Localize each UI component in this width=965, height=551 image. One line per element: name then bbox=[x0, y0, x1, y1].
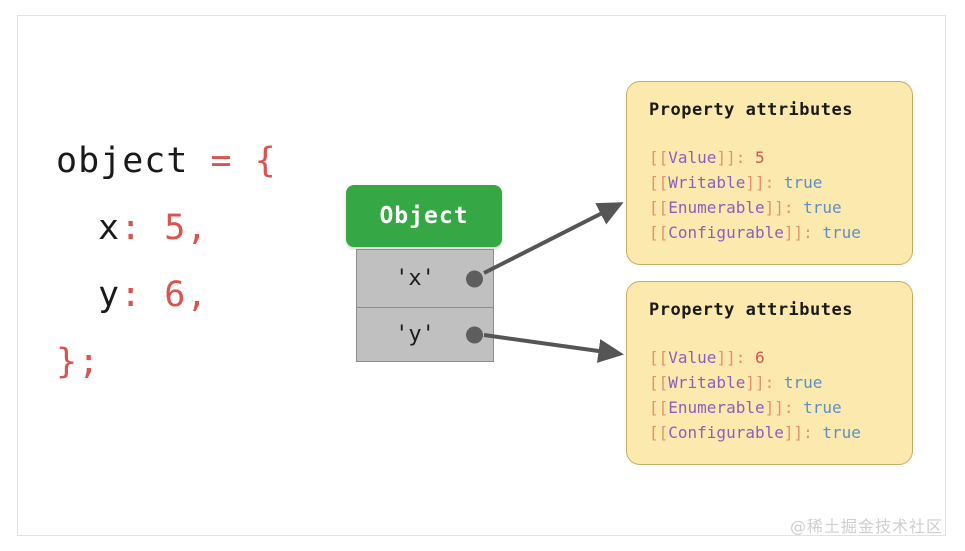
code-line-1: x: 5, bbox=[56, 195, 277, 262]
property-attributes-card-x: Property attributes [[Value]]: 5[[Writab… bbox=[626, 81, 913, 265]
code-token: = bbox=[210, 141, 255, 181]
attribute-colon: : bbox=[803, 223, 823, 242]
attribute-bracket-close: ]] bbox=[764, 398, 784, 417]
property-attributes-card-y: Property attributes [[Value]]: 6[[Writab… bbox=[626, 281, 913, 465]
attribute-row: [[Configurable]]: true bbox=[649, 420, 912, 445]
attribute-value: 6 bbox=[754, 348, 765, 367]
attribute-bracket-open: [[ bbox=[649, 173, 669, 192]
attribute-bracket-open: [[ bbox=[649, 223, 669, 242]
attribute-value: true bbox=[783, 373, 823, 392]
attribute-colon: : bbox=[803, 423, 823, 442]
attribute-name: Value bbox=[668, 348, 717, 367]
card-y-title: Property attributes bbox=[649, 300, 853, 320]
code-token: 5, bbox=[164, 208, 209, 248]
code-token: { bbox=[254, 141, 277, 181]
attribute-bracket-open: [[ bbox=[649, 398, 669, 417]
object-literal-code: object = {x: 5,y: 6,}; bbox=[56, 128, 277, 396]
attribute-name: Value bbox=[668, 148, 717, 167]
attribute-bracket-open: [[ bbox=[649, 148, 669, 167]
attribute-bracket-close: ]] bbox=[764, 198, 784, 217]
attribute-value: 5 bbox=[754, 148, 765, 167]
attribute-name: Configurable bbox=[668, 223, 784, 242]
attribute-value: true bbox=[822, 223, 861, 242]
code-token: : bbox=[120, 275, 165, 315]
attribute-row: [[Writable]]: true bbox=[649, 170, 912, 195]
attribute-bracket-open: [[ bbox=[649, 198, 669, 217]
code-token: object bbox=[56, 141, 211, 181]
code-token: y bbox=[98, 275, 121, 315]
property-anchor-dot-icon bbox=[466, 270, 483, 287]
code-line-0: object = { bbox=[56, 128, 277, 195]
object-box-header: Object bbox=[346, 185, 502, 247]
attribute-row: [[Value]]: 6 bbox=[649, 345, 912, 370]
code-line-2: y: 6, bbox=[56, 262, 277, 329]
card-x-attribute-list: [[Value]]: 5[[Writable]]: true[[Enumerab… bbox=[649, 145, 912, 245]
code-token: : bbox=[120, 208, 165, 248]
card-x-title: Property attributes bbox=[649, 100, 853, 120]
attribute-name: Writable bbox=[668, 373, 746, 392]
property-anchor-dot-icon bbox=[466, 326, 483, 343]
object-row-key: 'y' bbox=[395, 322, 435, 347]
attribute-colon: : bbox=[764, 173, 784, 192]
attribute-bracket-close: ]] bbox=[745, 373, 765, 392]
attribute-name: Enumerable bbox=[668, 398, 765, 417]
code-token: 6, bbox=[164, 275, 209, 315]
object-row-x[interactable]: 'x' bbox=[356, 249, 494, 308]
attribute-colon: : bbox=[764, 373, 784, 392]
attribute-row: [[Value]]: 5 bbox=[649, 145, 912, 170]
card-y-attribute-list: [[Value]]: 6[[Writable]]: true[[Enumerab… bbox=[649, 345, 912, 445]
attribute-bracket-close: ]] bbox=[716, 148, 736, 167]
attribute-bracket-close: ]] bbox=[783, 423, 804, 442]
attribute-colon: : bbox=[735, 348, 755, 367]
object-property-rows: 'x' 'y' bbox=[356, 249, 494, 362]
object-row-key: 'x' bbox=[395, 266, 435, 291]
attribute-bracket-open: [[ bbox=[649, 423, 669, 442]
attribute-bracket-close: ]] bbox=[745, 173, 765, 192]
attribute-value: true bbox=[822, 423, 861, 442]
attribute-name: Writable bbox=[668, 173, 746, 192]
attribute-value: true bbox=[783, 173, 823, 192]
code-line-3: }; bbox=[56, 329, 277, 396]
attribute-bracket-open: [[ bbox=[649, 348, 669, 367]
attribute-name: Configurable bbox=[668, 423, 784, 442]
attribute-row: [[Writable]]: true bbox=[649, 370, 912, 395]
attribute-value: true bbox=[803, 398, 842, 417]
object-box-header-label: Object bbox=[379, 203, 469, 229]
attribute-bracket-close: ]] bbox=[783, 223, 804, 242]
code-token: x bbox=[98, 208, 121, 248]
watermark: @稀土掘金技术社区 bbox=[789, 517, 943, 536]
attribute-row: [[Enumerable]]: true bbox=[649, 195, 912, 220]
attribute-colon: : bbox=[783, 398, 804, 417]
attribute-row: [[Enumerable]]: true bbox=[649, 395, 912, 420]
attribute-bracket-close: ]] bbox=[716, 348, 736, 367]
attribute-name: Enumerable bbox=[668, 198, 765, 217]
attribute-bracket-open: [[ bbox=[649, 373, 669, 392]
attribute-colon: : bbox=[783, 198, 804, 217]
code-token: }; bbox=[56, 342, 101, 382]
object-row-y[interactable]: 'y' bbox=[356, 308, 494, 362]
attribute-value: true bbox=[803, 198, 842, 217]
attribute-colon: : bbox=[735, 148, 755, 167]
attribute-row: [[Configurable]]: true bbox=[649, 220, 912, 245]
